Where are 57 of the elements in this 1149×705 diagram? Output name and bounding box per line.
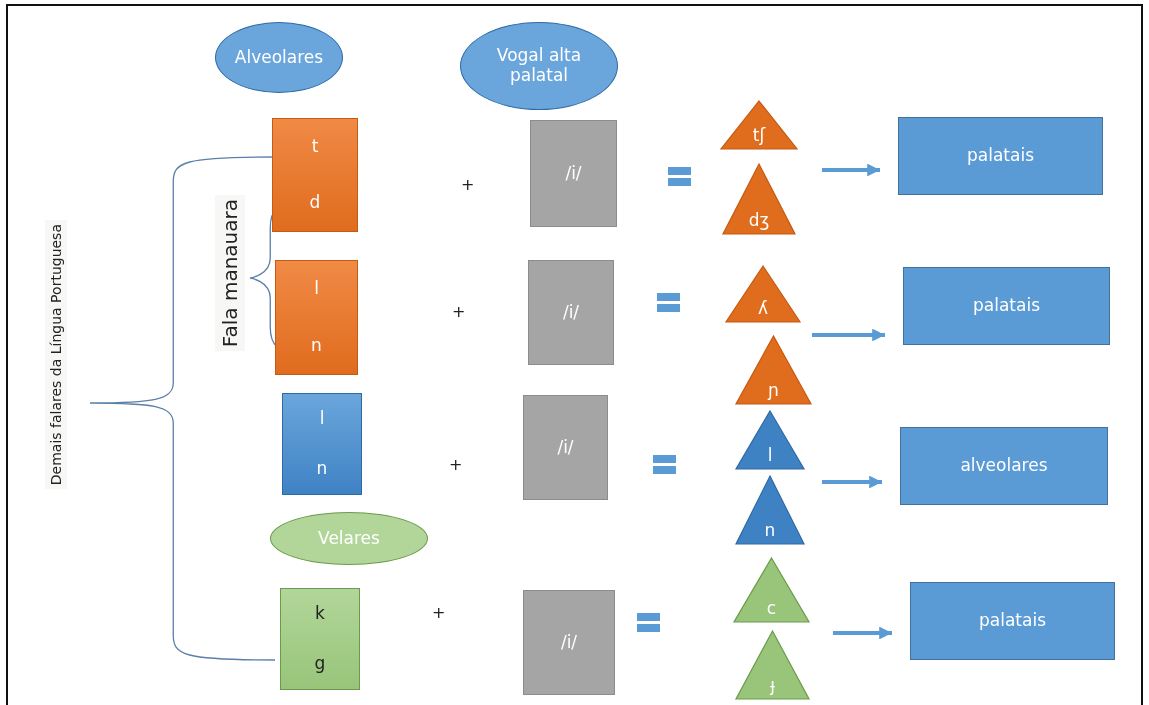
phoneme-box: [280, 588, 360, 690]
node-label: palatais: [973, 296, 1040, 316]
node-label: t: [311, 137, 319, 157]
result-box: [898, 117, 1103, 195]
node-label: palatais: [967, 146, 1034, 166]
plus-sign: +: [461, 175, 475, 194]
node-label: Vogal alta palatal: [495, 46, 583, 86]
phoneme-triangle: [722, 163, 796, 235]
node-label: /i/: [560, 632, 578, 653]
node-label: /i/: [562, 302, 580, 323]
result-box: [910, 582, 1115, 660]
plus-sign: +: [449, 455, 463, 474]
phoneme-box: [282, 393, 362, 495]
node-label: n: [316, 459, 328, 479]
node-label: alveolares: [960, 456, 1048, 476]
node-label: n: [311, 335, 322, 356]
phoneme-box: [530, 120, 617, 227]
arrow: [812, 328, 885, 342]
phoneme-triangle: [720, 100, 798, 150]
phoneme-triangle: [725, 265, 801, 323]
phoneme-box: [523, 395, 608, 500]
node-label: c: [766, 599, 777, 619]
node-label: l: [767, 446, 773, 466]
result-box: [900, 427, 1108, 505]
arrow: [822, 475, 882, 489]
arrow: [833, 626, 892, 640]
node-label: tʃ: [752, 126, 766, 146]
node-label: Velares: [317, 528, 381, 549]
node-label: ɟ: [770, 676, 775, 696]
phoneme-triangle: [735, 335, 812, 405]
phoneme-triangle: [735, 630, 810, 700]
phoneme-box: [528, 260, 614, 365]
phoneme-triangle: [735, 410, 805, 470]
node-label: Alveolares: [233, 47, 325, 68]
node-label: g: [314, 654, 326, 674]
bracket-label: Demais falares da Língua Portuguesa: [45, 220, 67, 490]
node-label: ʎ: [757, 299, 769, 319]
plus-sign: +: [452, 302, 466, 321]
node-label: k: [315, 604, 325, 624]
phoneme-box: [272, 118, 358, 232]
node-label: /i/: [557, 437, 574, 458]
node-label: ɲ: [768, 381, 779, 401]
plus-sign: +: [432, 603, 446, 622]
phoneme-box: [275, 260, 358, 375]
node-label: l: [314, 279, 319, 299]
bracket-label: Fala manauara: [215, 195, 245, 352]
node-label: palatais: [979, 611, 1046, 631]
phoneme-box: [523, 590, 615, 695]
phoneme-triangle: [735, 475, 805, 545]
result-box: [903, 267, 1110, 345]
arrow: [822, 163, 880, 177]
phoneme-triangle: [733, 557, 810, 623]
node-label: n: [764, 521, 776, 541]
node-label: /i/: [565, 163, 582, 184]
node-label: d: [309, 193, 321, 213]
node-label: dʒ: [748, 211, 770, 231]
node-label: l: [319, 409, 325, 429]
